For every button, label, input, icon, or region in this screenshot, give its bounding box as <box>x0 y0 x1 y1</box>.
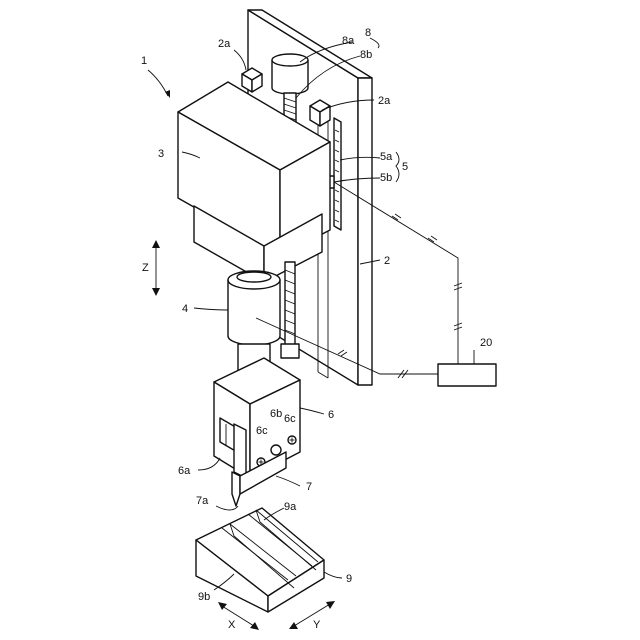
label-4: 4 <box>182 303 188 315</box>
label-z: Z <box>142 262 149 274</box>
label-2a-right: 2a <box>378 95 391 107</box>
tool-blade <box>232 472 240 506</box>
label-8: 8 <box>365 27 371 39</box>
label-9b: 9b <box>198 591 210 603</box>
controller-box <box>438 364 496 386</box>
label-6c-left: 6c <box>256 425 268 437</box>
spindle-housing <box>228 280 280 345</box>
label-6: 6 <box>328 409 334 421</box>
label-5a: 5a <box>380 151 393 163</box>
label-1: 1 <box>141 55 147 67</box>
z-axis-arrow <box>152 240 160 296</box>
x-axis-arrow <box>218 602 259 630</box>
label-y: Y <box>313 619 321 631</box>
label-7: 7 <box>306 481 312 493</box>
label-5: 5 <box>402 161 408 173</box>
screw-icon <box>288 436 296 444</box>
guide-block-right <box>310 100 330 126</box>
spindle-neck <box>237 272 271 282</box>
label-9a: 9a <box>284 501 297 513</box>
label-2a-left: 2a <box>218 38 231 50</box>
tool-shank <box>234 424 246 478</box>
y-axis-arrow <box>289 601 335 629</box>
label-6b: 6b <box>270 408 282 420</box>
label-8a: 8a <box>342 35 355 47</box>
label-3: 3 <box>158 148 164 160</box>
hole-6b <box>271 445 281 455</box>
label-x: X <box>228 619 236 631</box>
label-2: 2 <box>384 255 390 267</box>
column-right-face <box>358 78 372 385</box>
label-7a: 7a <box>196 495 209 507</box>
workpiece <box>196 508 324 612</box>
label-5b: 5b <box>380 172 392 184</box>
rail-line <box>318 372 328 378</box>
scale-bar <box>334 118 341 230</box>
label-9: 9 <box>346 573 352 585</box>
label-6c-right: 6c <box>284 413 296 425</box>
guide-block-left <box>242 68 262 92</box>
label-20: 20 <box>480 337 492 349</box>
label-8b: 8b <box>360 49 372 61</box>
label-6a: 6a <box>178 465 191 477</box>
